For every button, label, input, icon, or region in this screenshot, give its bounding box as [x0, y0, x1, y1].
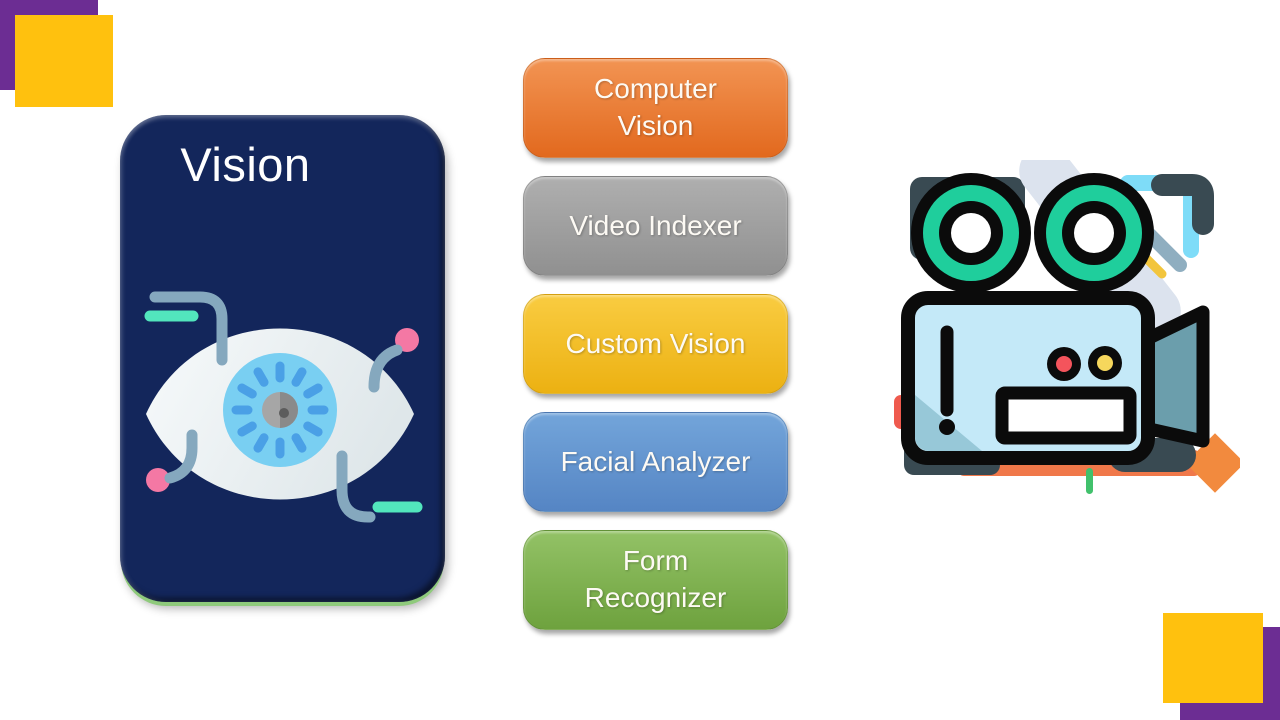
film-reel-left [911, 173, 1031, 293]
scan-bracket-bottom-left [164, 429, 198, 484]
backdrop-green-tick [1086, 468, 1093, 494]
service-button-computer-vision[interactable]: Computer Vision [523, 58, 788, 158]
frame-corner-bracket [1151, 174, 1214, 235]
video-camera-icon [894, 160, 1240, 494]
film-reel-right [1034, 173, 1154, 293]
service-button-custom-vision[interactable]: Custom Vision [523, 294, 788, 394]
eye-scan-icon [144, 291, 423, 523]
scan-bracket-top-left [149, 291, 228, 366]
camera-indicator-red [1047, 347, 1081, 381]
service-button-form-recognizer[interactable]: Form Recognizer [523, 530, 788, 630]
camera-detail-dot [939, 419, 955, 435]
corner-square-yellow-top-left [15, 15, 113, 107]
scan-dot-bottom-left [146, 468, 170, 492]
corner-square-yellow-bottom-right [1163, 613, 1263, 703]
service-button-facial-analyzer[interactable]: Facial Analyzer [523, 412, 788, 512]
scan-bracket-top-right [368, 344, 403, 393]
service-button-video-indexer[interactable]: Video Indexer [523, 176, 788, 276]
eye-iris-dashes [231, 361, 329, 459]
scan-bracket-bottom-right [336, 450, 376, 523]
vision-card: Vision [120, 115, 445, 602]
service-button-list: Computer Vision Video Indexer Custom Vis… [523, 58, 788, 630]
backdrop-yellow-stroke [1141, 253, 1167, 279]
camera-indicator-yellow [1088, 346, 1122, 380]
camera-slot [995, 386, 1137, 445]
vision-card-title: Vision [180, 138, 311, 191]
scan-dot-top-right [395, 328, 419, 352]
